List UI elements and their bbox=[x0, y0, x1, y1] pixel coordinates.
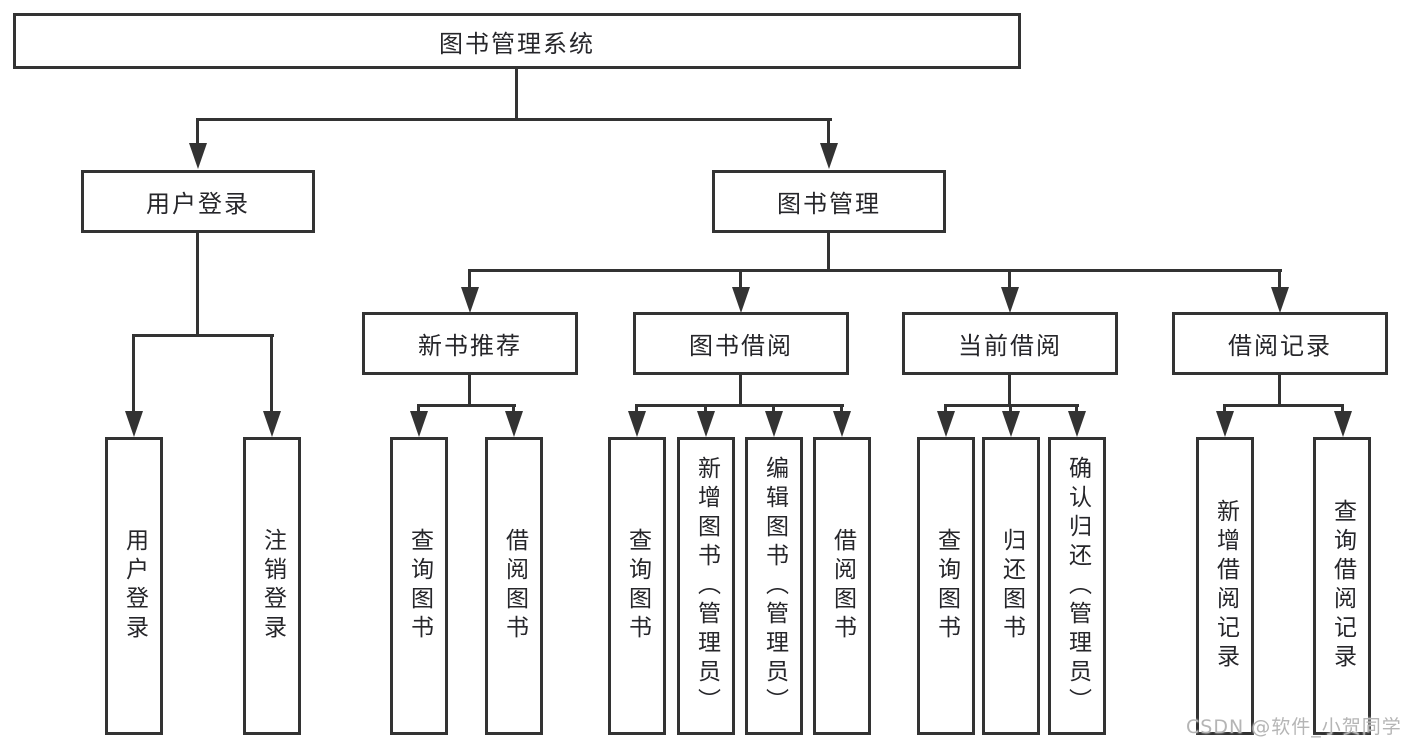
node-borrowing-records: 借阅记录 bbox=[1172, 312, 1388, 375]
arrow-down-icon bbox=[820, 143, 838, 169]
leaf-add-borrow-record: 新增借阅记录 bbox=[1196, 437, 1254, 735]
edge-line bbox=[132, 334, 274, 337]
edge-line bbox=[417, 404, 516, 407]
node-label: 图书管理 bbox=[777, 190, 881, 218]
node-label: 图书管理系统 bbox=[439, 29, 595, 58]
node-label: 借阅记录 bbox=[1228, 332, 1332, 360]
leaf-query-books-current: 查询图书 bbox=[917, 437, 975, 735]
leaf-add-books-admin: 新增图书（管理员） bbox=[677, 437, 735, 735]
node-label: 借阅图书 bbox=[501, 528, 528, 644]
node-label: 编辑图书（管理员） bbox=[761, 455, 788, 717]
leaf-borrow-books: 借阅图书 bbox=[813, 437, 871, 735]
arrow-down-icon bbox=[189, 143, 207, 169]
node-label: 用户登录 bbox=[146, 190, 250, 218]
edge-line bbox=[739, 375, 742, 406]
edge-line bbox=[469, 269, 1282, 272]
leaf-logout: 注销登录 bbox=[243, 437, 301, 735]
leaf-user-login: 用户登录 bbox=[105, 437, 163, 735]
node-label: 归还图书 bbox=[998, 528, 1025, 644]
node-user-login: 用户登录 bbox=[81, 170, 315, 233]
edge-line bbox=[512, 404, 515, 416]
leaf-edit-books-admin: 编辑图书（管理员） bbox=[745, 437, 803, 735]
edge-line bbox=[635, 404, 638, 416]
node-book-borrowing: 图书借阅 bbox=[633, 312, 849, 375]
node-label: 用户登录 bbox=[121, 528, 148, 644]
node-library-management-system: 图书管理系统 bbox=[13, 13, 1021, 69]
edge-line bbox=[515, 69, 518, 120]
node-label: 新增借阅记录 bbox=[1212, 499, 1239, 673]
edge-line bbox=[468, 269, 471, 290]
arrow-down-icon bbox=[263, 411, 281, 437]
arrow-down-icon bbox=[1002, 411, 1020, 437]
arrow-down-icon bbox=[732, 287, 750, 313]
node-label: 确认归还（管理员） bbox=[1064, 455, 1091, 717]
leaf-borrow-books-recommendation: 借阅图书 bbox=[485, 437, 543, 735]
edge-line bbox=[1223, 404, 1344, 407]
edge-line bbox=[270, 334, 273, 414]
edge-line bbox=[827, 118, 830, 148]
node-label: 图书借阅 bbox=[689, 332, 793, 360]
arrow-down-icon bbox=[461, 287, 479, 313]
arrow-down-icon bbox=[1334, 411, 1352, 437]
node-current-borrowing: 当前借阅 bbox=[902, 312, 1118, 375]
node-label: 查询借阅记录 bbox=[1329, 499, 1356, 673]
csdn-watermark: CSDN @软件_小贺同学 bbox=[1186, 716, 1402, 738]
node-label: 新书推荐 bbox=[418, 332, 522, 360]
edge-line bbox=[417, 404, 420, 416]
edge-line bbox=[1278, 269, 1281, 290]
leaf-return-books: 归还图书 bbox=[982, 437, 1040, 735]
node-book-management: 图书管理 bbox=[712, 170, 946, 233]
edge-line bbox=[1008, 269, 1011, 290]
arrow-down-icon bbox=[1001, 287, 1019, 313]
arrow-down-icon bbox=[125, 411, 143, 437]
leaf-query-borrow-record: 查询借阅记录 bbox=[1313, 437, 1371, 735]
edge-line bbox=[1009, 404, 1012, 416]
arrow-down-icon bbox=[1216, 411, 1234, 437]
edge-line bbox=[1278, 375, 1281, 406]
node-label: 新增图书（管理员） bbox=[693, 455, 720, 717]
edge-line bbox=[132, 334, 135, 414]
arrow-down-icon bbox=[628, 411, 646, 437]
node-label: 查询图书 bbox=[406, 528, 433, 644]
edge-line bbox=[944, 404, 947, 416]
arrow-down-icon bbox=[765, 411, 783, 437]
arrow-down-icon bbox=[1271, 287, 1289, 313]
node-label: 当前借阅 bbox=[958, 332, 1062, 360]
arrow-down-icon bbox=[937, 411, 955, 437]
node-label: 借阅图书 bbox=[829, 528, 856, 644]
node-label: 注销登录 bbox=[259, 528, 286, 644]
edge-line bbox=[772, 404, 775, 416]
leaf-confirm-return-admin: 确认归还（管理员） bbox=[1048, 437, 1106, 735]
node-label: 查询图书 bbox=[624, 528, 651, 644]
arrow-down-icon bbox=[410, 411, 428, 437]
node-label: 查询图书 bbox=[933, 528, 960, 644]
edge-line bbox=[704, 404, 707, 416]
edge-line bbox=[1008, 375, 1011, 406]
edge-line bbox=[1223, 404, 1226, 416]
arrow-down-icon bbox=[833, 411, 851, 437]
edge-line bbox=[827, 233, 830, 271]
edge-line bbox=[468, 375, 471, 406]
edge-line bbox=[196, 118, 832, 121]
arrow-down-icon bbox=[1068, 411, 1086, 437]
edge-line bbox=[739, 269, 742, 290]
arrow-down-icon bbox=[697, 411, 715, 437]
leaf-query-books-borrowing: 查询图书 bbox=[608, 437, 666, 735]
edge-line bbox=[840, 404, 843, 416]
arrow-down-icon bbox=[505, 411, 523, 437]
edge-line bbox=[1341, 404, 1344, 416]
node-new-book-recommendation: 新书推荐 bbox=[362, 312, 578, 375]
edge-line bbox=[196, 118, 199, 148]
edge-line bbox=[635, 404, 844, 407]
edge-line bbox=[196, 233, 199, 336]
edge-line bbox=[1075, 404, 1078, 416]
leaf-query-books-recommendation: 查询图书 bbox=[390, 437, 448, 735]
